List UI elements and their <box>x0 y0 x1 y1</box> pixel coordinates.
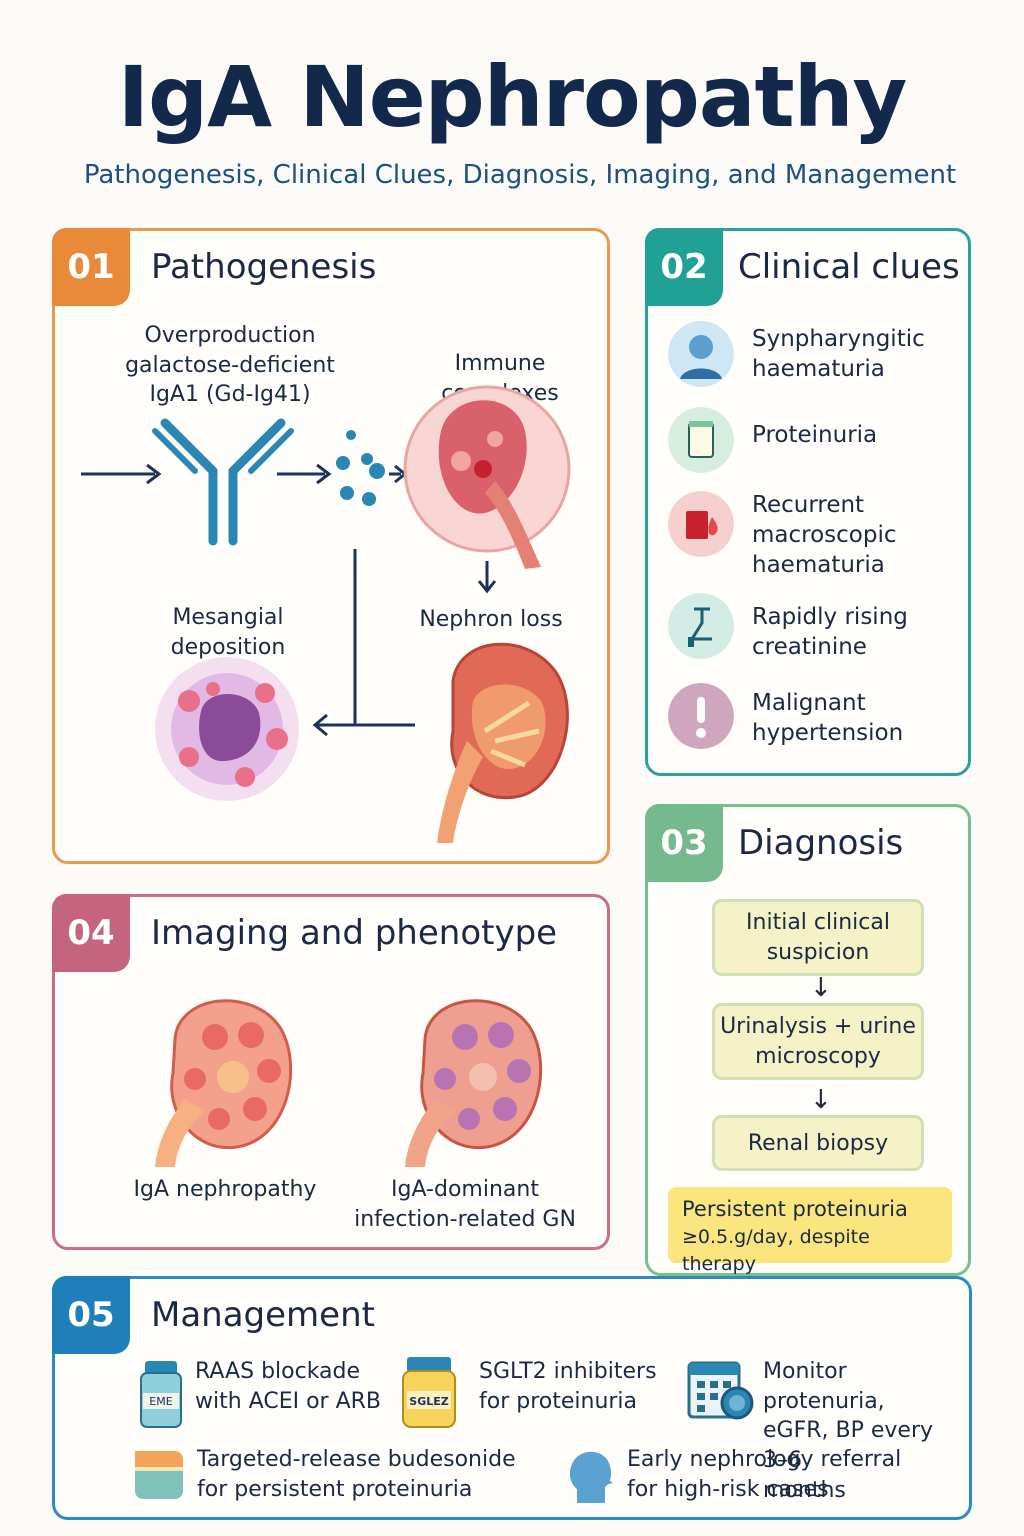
clinical-title: Clinical clues <box>738 247 960 287</box>
pathogenesis-panel: 01 Pathogenesis Overproduction galactose… <box>52 228 610 864</box>
infection-gn-line-2: infection-related GN <box>354 1206 576 1232</box>
mgmt-referral-line-2: for high-risk cases <box>627 1476 829 1502</box>
nephron-loss-kidney-icon <box>437 642 569 843</box>
iga-kidney-icon <box>155 999 293 1167</box>
diagnosis-arrow-1-icon: ↓ <box>810 973 832 1003</box>
infection-gn-line-1: IgA-dominant <box>391 1177 539 1202</box>
diagnosis-arrow-2-icon: ↓ <box>810 1085 832 1115</box>
infection-gn-kidney-icon <box>405 999 543 1167</box>
mgmt-referral: Early nephrology referral for high-risk … <box>627 1445 901 1504</box>
mesangial-cell-icon <box>155 657 299 801</box>
person-icon <box>668 321 734 387</box>
pathogenesis-number: 01 <box>52 228 130 306</box>
clue-proteinuria: Proteinuria <box>752 422 878 448</box>
head-profile-icon <box>569 1451 613 1503</box>
acei-bottle-label: EME <box>149 1395 172 1408</box>
callout-line-2: ≥0.5.g/day, despite therapy <box>682 1226 870 1275</box>
capsule-icon <box>135 1451 183 1499</box>
clue-hypertension: Malignant hypertension <box>752 690 904 746</box>
imaging-number: 04 <box>52 894 130 972</box>
exclamation-icon <box>668 683 734 749</box>
diagnosis-step-biopsy: Renal biopsy <box>712 1115 924 1171</box>
mgmt-budesonide: Targeted-release budesonide for persiste… <box>197 1445 516 1504</box>
nephron-loss-label: Nephron loss <box>419 607 563 632</box>
antibody-icon <box>152 418 294 546</box>
overproduction-label: Overproduction galactose-deficient IgA1 … <box>115 321 345 410</box>
infection-gn-label: IgA-dominant infection-related GN <box>345 1175 585 1234</box>
blood-cup-icon <box>668 491 734 557</box>
clue-creatinine: Rapidly rising creatinine <box>752 604 908 660</box>
clinical-number: 02 <box>645 228 723 306</box>
immune-kidney-icon <box>403 385 571 569</box>
clue-recurrent: Recurrent macroscopic haematuria <box>752 492 897 578</box>
acei-bottle-icon: EME <box>140 1361 182 1428</box>
imaging-panel: 04 Imaging and phenotype IgA nephropathy… <box>52 894 610 1250</box>
mgmt-monitor-line-1: Monitor protenuria, <box>763 1359 885 1414</box>
mgmt-sglt2: SGLT2 inhibiters for proteinuria <box>479 1357 657 1416</box>
urine-cup-icon <box>668 407 734 473</box>
sglt2-bottle-icon: SGLEZ <box>402 1357 456 1428</box>
diagnosis-step-suspicion: Initial clinical suspicion <box>712 899 924 977</box>
mesangial-line-2: deposition <box>170 634 286 660</box>
diagnosis-title: Diagnosis <box>738 823 904 863</box>
page-title: IgA Nephropathy <box>117 48 908 146</box>
diagnosis-number: 03 <box>645 804 723 882</box>
management-panel: 05 Management EME RAAS blockade with ACE… <box>52 1276 972 1520</box>
callout-line-1: Persistent proteinuria <box>682 1197 908 1221</box>
immune-complex-dots-icon <box>336 430 385 506</box>
calendar-monitor-icon <box>687 1361 754 1420</box>
overproduction-line-2: galactose-deficient <box>125 352 335 378</box>
mgmt-budesonide-line-1: Targeted-release budesonide <box>197 1447 516 1472</box>
clue-synpharyngitic: Synpharyngitic haematuria <box>752 326 925 382</box>
mesangial-label: Mesangial deposition <box>143 603 313 662</box>
test-tube-icon <box>668 593 734 659</box>
iga-nephropathy-label: IgA nephropathy <box>133 1177 317 1202</box>
mgmt-raas-line-2: with ACEI or ARB <box>195 1388 382 1414</box>
management-number: 05 <box>52 1276 130 1354</box>
mgmt-sglt2-line-1: SGLT2 inhibiters <box>479 1359 657 1384</box>
mgmt-monitor-line-2: eGFR, BP every 3–6 <box>763 1418 934 1474</box>
sglt2-bottle-label: SGLEZ <box>409 1395 448 1408</box>
page-subtitle: Pathogenesis, Clinical Clues, Diagnosis,… <box>83 160 957 190</box>
overproduction-line-1: Overproduction <box>144 323 316 348</box>
mgmt-budesonide-line-2: for persistent proteinuria <box>197 1476 473 1502</box>
pathogenesis-illustration <box>81 385 571 843</box>
diagnosis-callout: Persistent proteinuria ≥0.5.g/day, despi… <box>668 1187 952 1275</box>
pathogenesis-title: Pathogenesis <box>151 247 377 287</box>
diagnosis-step-urinalysis: Urinalysis + urine microscopy <box>712 1003 924 1081</box>
mgmt-raas-line-1: RAAS blockade <box>195 1359 361 1384</box>
mesangial-line-1: Mesangial <box>172 605 284 630</box>
mgmt-sglt2-line-2: for proteinuria <box>479 1388 638 1414</box>
clinical-panel: 02 Clinical clues Synpharyngitic haematu… <box>645 228 971 776</box>
mgmt-monitor-line-3: months <box>763 1477 846 1503</box>
mgmt-referral-line-1: Early nephrology referral <box>627 1447 902 1472</box>
mgmt-monitor: Monitor protenuria, eGFR, BP every 3–6 m… <box>763 1357 963 1505</box>
mgmt-raas: RAAS blockade with ACEI or ARB <box>195 1357 381 1416</box>
diagnosis-panel: 03 Diagnosis Initial clinical suspicion … <box>645 804 971 1276</box>
management-title: Management <box>151 1295 375 1335</box>
imaging-title: Imaging and phenotype <box>151 913 558 953</box>
overproduction-line-3: IgA1 (Gd-Ig41) <box>149 382 311 408</box>
